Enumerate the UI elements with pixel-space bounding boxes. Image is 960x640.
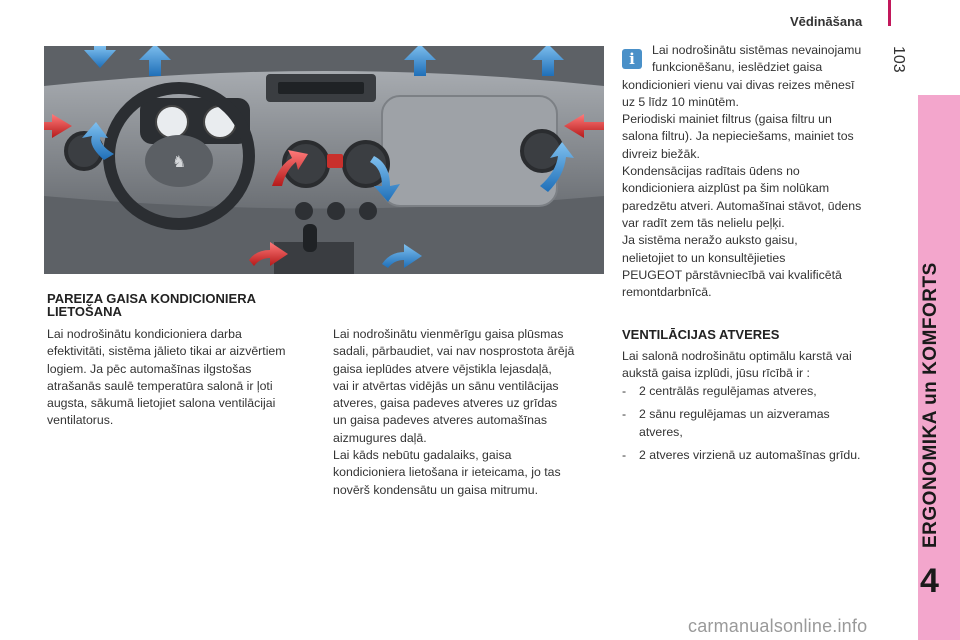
list-item: - 2 sānu regulējamas un aizveramas atver… [622, 406, 892, 441]
text-line: salona filtru). Ja nepieciešams, mainiet… [622, 129, 854, 144]
text-line: nelietojiet to un konsultējieties [622, 250, 786, 265]
text-line: Lai nodrošinātu kondicioniera darba [47, 327, 242, 341]
watermark: carmanualsonline.info [688, 616, 868, 636]
text-line: remontdarbnīcā. [622, 285, 712, 300]
header-accent-bar [888, 0, 891, 26]
text-line: Periodiski mainiet filtrus (gaisa filtru… [622, 112, 832, 127]
chapter-side-tab [918, 95, 960, 640]
text-line: logiem. Ja pēc automašīnas ilgstošas [47, 361, 252, 376]
dashboard-illustration: ♞ [44, 46, 604, 274]
running-header: Vēdināšana [790, 14, 863, 29]
section-title-vents: VENTILĀCIJAS ATVERES [622, 327, 780, 342]
vents-intro: Lai salonā nodrošinātu optimālu karstā v… [622, 348, 892, 383]
text-line: novērš kondensātu un gaisa mitrumu. [333, 482, 539, 497]
airflow-paragraph: Lai nodrošinātu vienmērīgu gaisa plūsmas… [333, 326, 603, 499]
text-line: Kondensācijas radītais ūdens no [622, 164, 800, 179]
text-line: atveres, [639, 424, 683, 439]
section-title-line: LIETOŠANA [47, 304, 122, 319]
text-line: augsta, sākumā lietojiet salona ventilāc… [47, 396, 276, 411]
text-line: Lai salonā nodrošinātu optimālu karstā v… [622, 349, 852, 363]
text-line: Lai nodrošinātu sistēmas nevainojamu [652, 43, 862, 57]
list-dash: - [622, 407, 627, 422]
info-note: Lai nodrošinātu sistēmas nevainojamu fun… [622, 42, 892, 301]
text-line: kondicioniera aizplūst pa šim nolūkam [622, 181, 830, 196]
text-line: gaisa ieplūdes atvere vējstikla lejasdaļ… [333, 361, 552, 376]
text-line: ventilatorus. [47, 413, 114, 428]
text-line: PEUGEOT pārstāvniecībā vai kvalificētā [622, 267, 842, 282]
text-line: atrašanās saulē temperatūra salonā ir ļo… [47, 378, 273, 393]
text-line: Lai nodrošinātu vienmērīgu gaisa plūsmas [333, 327, 564, 341]
section-title-line: PAREIZA GAISA KONDICIONIERA [47, 291, 256, 306]
text-line: efektivitāti, sistēma jālieto tikai ar a… [47, 344, 286, 359]
list-dash: - [622, 384, 627, 398]
text-line: kondicioniera lietošana ir ieteicama, jo… [333, 465, 561, 480]
text-line: var radīt zem tās nelielu peļķi. [622, 215, 785, 230]
text-line: 2 centrālās regulējamas atveres, [639, 384, 817, 398]
ac-use-paragraph: Lai nodrošinātu kondicioniera darba efek… [47, 326, 319, 430]
text-line: 2 sānu regulējamas un aizveramas [639, 407, 830, 422]
text-line: vai ir atvērtas vidējās un sānu ventilāc… [333, 378, 559, 393]
list-item: - 2 atveres virzienā uz automašīnas grīd… [622, 447, 892, 464]
text-line: aizmugures daļā. [333, 430, 427, 445]
list-dash: - [622, 447, 627, 462]
text-line: aukstā gaisa izplūdi, jūsu rīcībā ir : [622, 366, 810, 381]
text-line: kondicionieri vienu vai divas reizes mēn… [622, 77, 855, 92]
text-line: atveres, gaisa padeves atveres uz grīdas [333, 396, 558, 411]
text-line: funkcionēšanu, ieslēdziet gaisa [652, 60, 823, 75]
text-line: sadali, pārbaudiet, vai nav nosprostota … [333, 344, 575, 359]
chapter-number: 4 [920, 562, 939, 600]
text-line: divreiz biežāk. [622, 146, 700, 161]
chapter-label: ERGONOMIKA un KOMFORTS [920, 262, 941, 548]
text-line: Lai kāds nebūtu gadalaiks, gaisa [333, 448, 512, 463]
text-line: un gaisa padeves atveres automašīnas [333, 413, 547, 428]
svg-text:♞: ♞ [172, 152, 186, 171]
vents-list: - 2 centrālās regulējamas atveres, - 2 s… [622, 383, 892, 470]
text-line: uz 5 līdz 10 minūtēm. [622, 94, 739, 109]
text-line: Ja sistēma neražo auksto gaisu, [622, 233, 798, 248]
text-line: paredzētu atveri. Automašīnai stāvot, ūd… [622, 198, 862, 213]
section-title-ac-use: PAREIZA GAISA KONDICIONIERA LIETOŠANA [47, 292, 307, 318]
list-item: - 2 centrālās regulējamas atveres, [622, 383, 892, 400]
text-line: 2 atveres virzienā uz automašīnas grīdu. [639, 447, 861, 462]
info-icon: i [622, 49, 642, 69]
